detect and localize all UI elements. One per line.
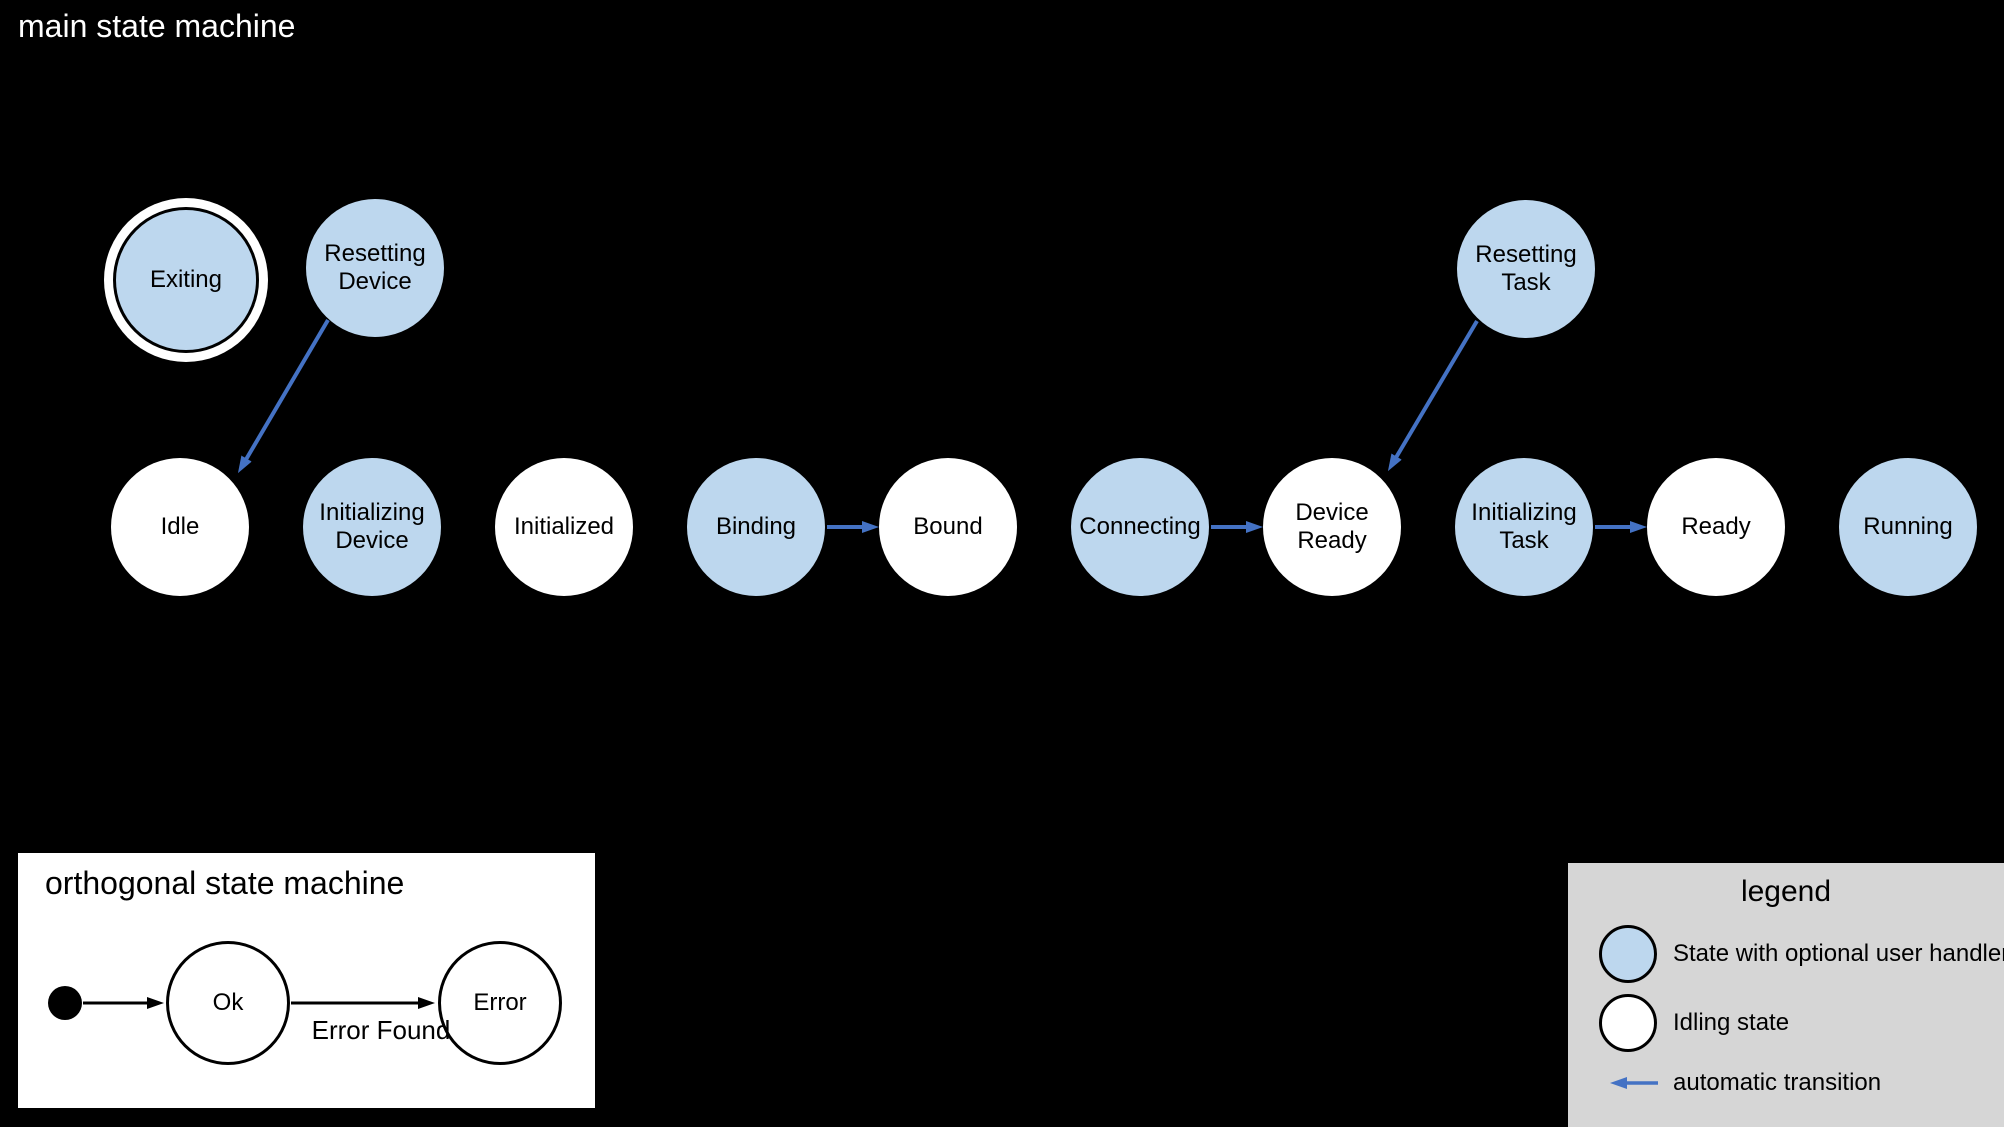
state-label: Idle [160, 512, 200, 540]
automatic-transition-arrow-icon [1610, 1077, 1658, 1089]
state-ok: Ok [166, 941, 290, 1065]
main-machine-title: main state machine [18, 8, 296, 44]
state-label: Resetting Task [1475, 240, 1577, 296]
orthogonal-machine-panel: orthogonal state machine Ok Error Error … [18, 853, 595, 1108]
legend-panel: legend State with optional user handler … [1568, 863, 2004, 1127]
orthogonal-machine-title: orthogonal state machine [45, 865, 405, 901]
state-exiting: Exiting [113, 207, 259, 353]
state-resetting-task: Resetting Task [1457, 200, 1595, 338]
state-label: Running [1863, 512, 1953, 540]
state-running: Running [1839, 458, 1977, 596]
state-idle: Idle [111, 458, 249, 596]
state-label: Resetting Device [324, 239, 426, 295]
state-label: Device Ready [1295, 498, 1369, 554]
state-resetting-device: Resetting Device [306, 199, 444, 337]
initial-state-dot [48, 986, 82, 1020]
transition-label-error-found: Error Found [311, 1015, 451, 1045]
state-label: Connecting [1079, 512, 1201, 540]
legend-item-label: Idling state [1673, 1009, 1790, 1036]
idling-state-icon [1599, 994, 1657, 1052]
state-initializing-device: Initializing Device [303, 458, 441, 596]
state-label: Initializing Device [319, 498, 425, 554]
state-initializing-task: Initializing Task [1455, 458, 1593, 596]
handler-state-icon [1599, 925, 1657, 983]
legend-item-label: State with optional user handler [1673, 940, 2004, 967]
state-bound: Bound [879, 458, 1017, 596]
state-error: Error [438, 941, 562, 1065]
state-label: Ready [1681, 512, 1751, 540]
state-label: Error [473, 989, 527, 1016]
state-device-ready: Device Ready [1263, 458, 1401, 596]
arrow-resetting-device-to-idle [237, 318, 330, 474]
state-label: Bound [913, 512, 983, 540]
state-binding: Binding [687, 458, 825, 596]
state-ready: Ready [1647, 458, 1785, 596]
legend-item-label: automatic transition [1673, 1069, 1882, 1096]
legend-title: legend [1740, 875, 1832, 908]
state-connecting: Connecting [1071, 458, 1209, 596]
state-initialized: Initialized [495, 458, 633, 596]
state-label: Exiting [149, 265, 223, 293]
state-label: Binding [715, 512, 797, 540]
arrow-resetting-task-to-device-ready [1387, 319, 1479, 472]
state-label: Initializing Task [1471, 498, 1577, 554]
state-label: Initialized [513, 512, 615, 540]
state-exiting-final-ring: Exiting [104, 198, 268, 362]
state-label: Ok [212, 989, 244, 1016]
